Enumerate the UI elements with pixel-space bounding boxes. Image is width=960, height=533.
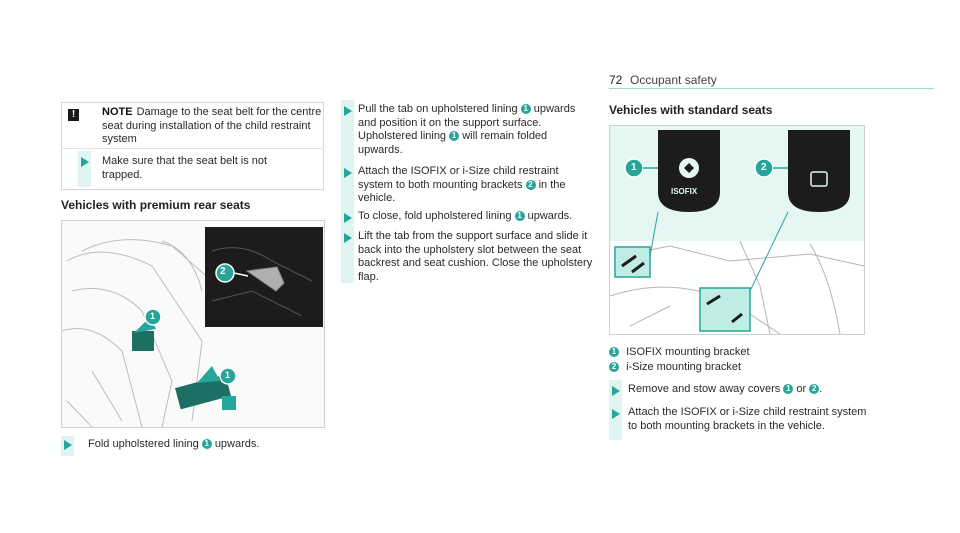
- legend-item-2: 2 i-Size mounting bracket: [609, 360, 741, 374]
- arrow-icon: [344, 213, 352, 223]
- figure-badge-1b: 1: [225, 370, 231, 380]
- standard-seat-illustration: [610, 126, 864, 334]
- step-text: Pull the tab on upholstered lining: [358, 103, 518, 115]
- middle-step-4: Lift the tab from the support surface an…: [358, 230, 593, 284]
- arrow-icon: [612, 409, 620, 419]
- legend-text: ISOFIX mounting bracket: [626, 346, 750, 358]
- legend-text: i-Size mounting bracket: [626, 361, 742, 373]
- step-text: in the vehicle.: [358, 178, 566, 205]
- badge-2: 2: [809, 384, 820, 394]
- badge-1: 1: [449, 131, 460, 141]
- figure-badge-1a: 1: [150, 311, 156, 321]
- step-text: upwards.: [527, 210, 573, 222]
- step-text: or: [796, 383, 807, 395]
- badge-2: 2: [609, 362, 619, 372]
- middle-step-1: Pull the tab on upholstered lining 1 upw…: [358, 103, 593, 157]
- step-text: Remove and stow away covers: [628, 383, 781, 395]
- heading-standard-seats: Vehicles with standard seats: [609, 103, 773, 117]
- figure-badge-2: 2: [761, 162, 767, 173]
- step-text: To close, fold upholstered lining: [358, 210, 512, 222]
- arrow-icon: [81, 157, 89, 167]
- step-text: .: [819, 383, 823, 395]
- left-step: Fold upholstered lining 1 upwards.: [88, 438, 318, 452]
- right-step-2: Attach the ISOFIX or i-Size child restra…: [628, 406, 868, 433]
- step-text: upwards and position it on the support s…: [358, 103, 576, 142]
- note-action: Make sure that the seat belt is not trap…: [102, 155, 268, 181]
- note-label: NOTE: [102, 106, 133, 118]
- header-rule: [609, 88, 934, 89]
- badge-1: 1: [520, 104, 531, 114]
- note-divider: [61, 148, 324, 149]
- badge-1: 1: [783, 384, 794, 394]
- step-text: Attach the ISOFIX or i-Size child restra…: [358, 165, 559, 191]
- figure-badge-1: 1: [631, 162, 637, 173]
- heading-premium-seats: Vehicles with premium rear seats: [61, 198, 251, 212]
- arrow-icon: [344, 106, 352, 116]
- note-body: Damage to the seat belt for the centre s…: [102, 106, 322, 145]
- arrow-icon: [612, 386, 620, 396]
- badge-1: 1: [201, 439, 212, 449]
- middle-step-3: To close, fold upholstered lining 1 upwa…: [358, 210, 593, 224]
- figure-badge-2: 2: [220, 266, 226, 277]
- left-step-text: Fold upholstered lining: [88, 438, 199, 450]
- badge-2: 2: [525, 179, 536, 190]
- page-number: 72: [609, 73, 623, 87]
- isofix-label: ISOFIX: [671, 187, 698, 196]
- badge-1: 1: [514, 211, 525, 221]
- figure-standard-seats: ISOFIX 1 2: [609, 125, 865, 335]
- badge-1: 1: [609, 347, 619, 357]
- arrow-icon: [344, 168, 352, 178]
- legend-item-1: 1 ISOFIX mounting bracket: [609, 345, 750, 359]
- arrow-icon: [344, 233, 352, 243]
- section-title: Occupant safety: [630, 73, 717, 87]
- right-step-1: Remove and stow away covers 1 or 2.: [628, 383, 868, 397]
- premium-seat-illustration: [62, 221, 324, 427]
- step-text: Attach the ISOFIX or i-Size child restra…: [628, 406, 867, 432]
- figure-premium-seats: 2 1 1: [61, 220, 325, 428]
- step-text: will remain folded upwards.: [358, 130, 548, 156]
- steps-bar: [341, 100, 354, 283]
- step-text: Lift the tab from the support surface an…: [358, 230, 593, 283]
- note-box: [61, 102, 324, 190]
- arrow-icon: [64, 440, 72, 450]
- middle-step-2: Attach the ISOFIX or i-Size child restra…: [358, 165, 593, 206]
- warning-icon: !: [68, 109, 79, 121]
- left-step-suffix: upwards.: [214, 438, 260, 450]
